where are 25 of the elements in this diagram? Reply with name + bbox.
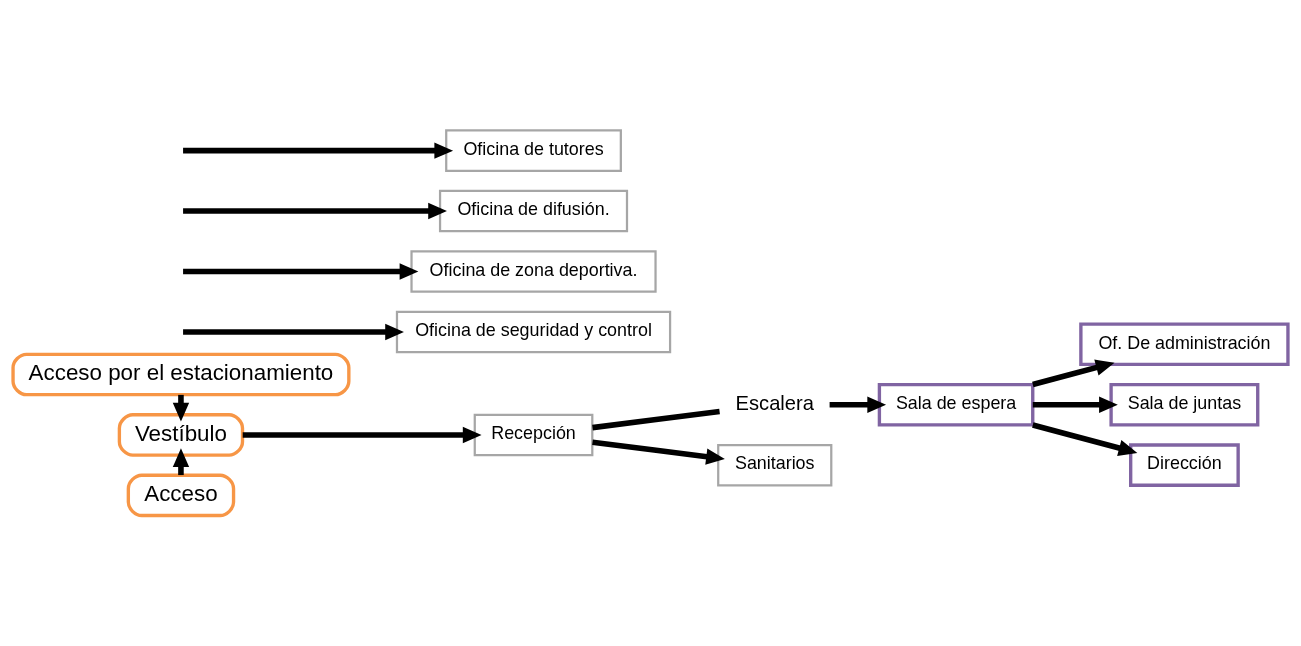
arrow — [592, 439, 725, 465]
connector — [592, 408, 720, 431]
node-box: Dirección — [1129, 443, 1240, 487]
arrow — [1032, 422, 1138, 456]
arrow — [183, 202, 447, 220]
arrow — [1032, 396, 1118, 413]
node-box: Oficina de difusión. — [438, 189, 629, 233]
node-box: Sala de juntas — [1109, 382, 1260, 427]
arrow — [829, 396, 887, 413]
node-box: Oficina de zona deportiva. — [410, 250, 657, 293]
node-box: Sala de espera — [877, 382, 1035, 427]
node-box: Oficina de tutores — [445, 129, 622, 172]
arrow — [183, 263, 419, 280]
node-box: Acceso por el estacionamiento — [11, 352, 351, 397]
node-box: Acceso — [126, 473, 236, 518]
node-box: Recepción — [473, 413, 594, 457]
node-box: Oficina de seguridad y control — [395, 310, 672, 354]
arrow — [183, 142, 454, 159]
arrow — [183, 323, 404, 341]
arrow — [242, 426, 482, 444]
node-box: Sanitarios — [717, 443, 833, 487]
node-box: Of. De administración — [1079, 322, 1290, 367]
node-box: Vestíbulo — [117, 413, 245, 457]
arrow — [1032, 359, 1115, 388]
node-text: Escalera — [735, 391, 814, 414]
